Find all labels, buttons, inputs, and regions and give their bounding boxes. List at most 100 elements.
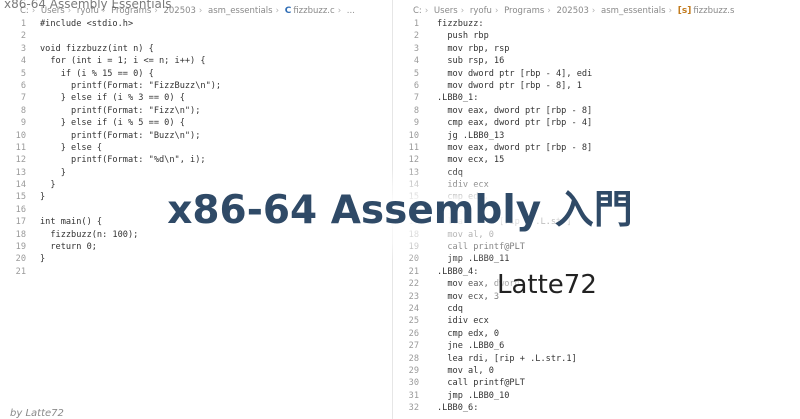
code-line[interactable]: 11 } else { [0, 142, 392, 154]
breadcrumb-item[interactable]: Programs [504, 6, 545, 16]
code-line[interactable]: 1#include <stdio.h> [0, 18, 392, 30]
code-line[interactable]: 3 mov rbp, rsp [393, 43, 800, 55]
line-number: 7 [20, 93, 26, 104]
code-line[interactable]: 3 void fizzbuzz(int n) { [0, 43, 392, 55]
code-line[interactable]: 7.LBB0_1: [393, 92, 800, 104]
line-number: 9 [413, 118, 419, 129]
line-number: 10 [408, 130, 419, 141]
code-line[interactable]: 30 call printf@PLT [393, 377, 800, 389]
line-number: 5 [413, 68, 419, 79]
line-number: 15 [15, 192, 26, 203]
line-number: 1 [20, 19, 26, 29]
breadcrumb-item[interactable]: Users [40, 6, 65, 16]
code-line[interactable]: 5 mov dword ptr [rbp - 4], edi [393, 68, 800, 80]
breadcrumb-item[interactable]: Users [433, 6, 458, 16]
line-number: 3 [20, 43, 26, 54]
code-text: mov rbp, rsp [437, 43, 510, 54]
line-number: 2 [20, 31, 26, 42]
line-number: 21 [15, 266, 26, 277]
code-line[interactable]: 9 } else if (i % 5 == 0) { [0, 117, 392, 129]
code-line[interactable]: 29 mov al, 0 [393, 365, 800, 377]
code-line[interactable]: 11 mov eax, dword ptr [rbp - 8] [393, 142, 800, 154]
code-line[interactable]: 28 lea rdi, [rip + .L.str.1] [393, 353, 800, 365]
code-line[interactable]: 20} [0, 253, 392, 265]
code-text: if (i % 15 == 0) { [40, 68, 154, 79]
code-line[interactable]: 12 printf(Format: "%d\n", i); [0, 154, 392, 166]
code-text: fizzbuzz: [437, 19, 484, 29]
breadcrumb-item[interactable]: C: [413, 6, 422, 16]
code-line[interactable]: 26 cmp edx, 0 [393, 328, 800, 340]
byline-caption: by Latte72 [10, 408, 64, 419]
line-number: 18 [15, 229, 26, 240]
code-line[interactable]: 19 return 0; [0, 241, 392, 253]
code-line[interactable]: 10 jg .LBB0_13 [393, 130, 800, 142]
code-line[interactable]: 14 } [0, 179, 392, 191]
breadcrumb-item[interactable]: asm_essentials [601, 6, 666, 16]
code-line[interactable]: 32.LBB0_6: [393, 402, 800, 414]
code-text: } [40, 192, 46, 203]
line-number: 27 [408, 341, 419, 352]
code-line[interactable]: 8 mov eax, dword ptr [rbp - 8] [393, 105, 800, 117]
code-line[interactable]: 10 printf(Format: "Buzz\n"); [0, 130, 392, 142]
code-line[interactable]: 2 push rbp [393, 30, 800, 42]
left-breadcrumb: C:› Users› ryofu› Programs› 202503› asm_… [20, 6, 355, 16]
code-text: void fizzbuzz(int n) { [40, 43, 154, 54]
code-line[interactable]: 15} [0, 191, 392, 203]
breadcrumb-item[interactable]: ryofu [76, 6, 99, 16]
right-breadcrumb: C:› Users› ryofu› Programs› 202503› asm_… [413, 6, 735, 16]
code-line[interactable]: 1 fizzbuzz: [393, 18, 800, 30]
code-line[interactable]: 21 [0, 266, 392, 278]
breadcrumb-item[interactable]: 202503 [556, 6, 589, 16]
code-line[interactable]: 16 [0, 204, 392, 216]
breadcrumb-item[interactable]: asm_essentials [208, 6, 273, 16]
breadcrumb-item[interactable]: ryofu [469, 6, 492, 16]
code-line[interactable]: 6 mov dword ptr [rbp - 8], 1 [393, 80, 800, 92]
line-number: 24 [408, 303, 419, 314]
code-line[interactable]: 5 if (i % 15 == 0) { [0, 68, 392, 80]
code-text: mov al, 0 [437, 365, 494, 376]
code-text: } [40, 167, 66, 178]
breadcrumb-item[interactable]: Programs [111, 6, 152, 16]
code-text: jne .LBB0_6 [437, 341, 505, 352]
code-line[interactable]: 4 sub rsp, 16 [393, 55, 800, 67]
breadcrumb-item[interactable]: ... [346, 6, 355, 16]
code-text: printf(Format: "Buzz\n"); [40, 130, 201, 141]
code-text: cmp eax, dword ptr [rbp - 4] [437, 118, 593, 129]
code-line[interactable]: 9 cmp eax, dword ptr [rbp - 4] [393, 117, 800, 129]
code-line[interactable]: 13 } [0, 167, 392, 179]
code-line[interactable]: 2 [0, 30, 392, 42]
line-number: 26 [408, 328, 419, 339]
line-number: 23 [408, 291, 419, 302]
breadcrumb-file[interactable]: fizzbuzz.c [293, 6, 335, 16]
code-text: .LBB0_6: [437, 403, 479, 414]
header-title: x86-64 Assembly Essentials [4, 0, 172, 11]
code-text: mov dword ptr [rbp - 4], edi [437, 68, 593, 79]
code-line[interactable]: 12 mov ecx, 15 [393, 154, 800, 166]
code-line[interactable]: 8 printf(Format: "Fizz\n"); [0, 105, 392, 117]
code-line[interactable]: 27 jne .LBB0_6 [393, 340, 800, 352]
code-line[interactable]: 25 idiv ecx [393, 315, 800, 327]
code-text: } else if (i % 5 == 0) { [40, 118, 185, 129]
code-line[interactable]: 31 jmp .LBB0_10 [393, 390, 800, 402]
breadcrumb-item[interactable]: C: [20, 6, 29, 16]
line-number: 9 [20, 118, 26, 129]
line-number: 31 [408, 390, 419, 401]
code-line[interactable]: 18 fizzbuzz(n: 100); [0, 229, 392, 241]
code-text: lea rdi, [rip + .L.str.1] [437, 353, 577, 364]
code-text: } [40, 180, 56, 191]
breadcrumb-file[interactable]: fizzbuzz.s [693, 6, 735, 16]
breadcrumb-item[interactable]: 202503 [163, 6, 196, 16]
line-number: 17 [15, 217, 26, 228]
code-line[interactable]: 6 printf(Format: "FizzBuzz\n"); [0, 80, 392, 92]
code-line[interactable]: 4 for (int i = 1; i <= n; i++) { [0, 55, 392, 67]
code-line[interactable]: 7 } else if (i % 3 == 0) { [0, 92, 392, 104]
line-number: 4 [413, 56, 419, 67]
code-text: jg .LBB0_13 [437, 130, 505, 141]
line-number: 7 [413, 93, 419, 104]
line-number: 3 [413, 43, 419, 54]
code-text: return 0; [40, 242, 97, 253]
line-number: 1 [413, 19, 419, 29]
line-number: 30 [408, 378, 419, 389]
